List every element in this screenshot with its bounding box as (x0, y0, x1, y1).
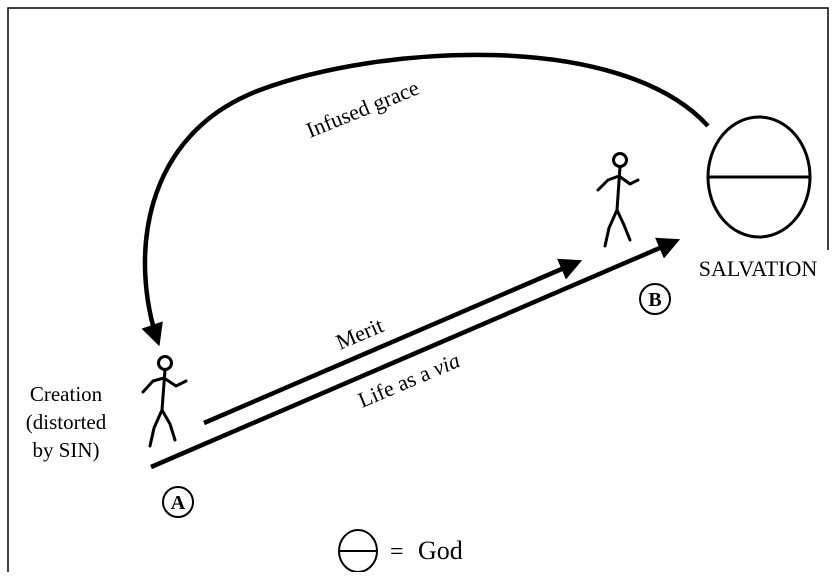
point-b-marker: B (639, 283, 671, 315)
legend-equals: = (390, 539, 404, 565)
point-a-label: A (171, 492, 186, 514)
point-b-label: B (648, 289, 661, 311)
creation-figure-icon (141, 355, 188, 448)
infused-grace-label: Infused grace (303, 75, 423, 143)
life-as-via-arrow (150, 237, 681, 470)
legend: = God (338, 529, 463, 573)
creation-label-line3: by SIN) (32, 438, 99, 462)
walking-figure-icon (596, 152, 640, 248)
point-a-marker: A (162, 486, 194, 518)
infused-grace-arrow (141, 52, 710, 347)
god-symbol-icon (706, 115, 812, 239)
merit-arrow (203, 258, 583, 426)
creation-label-line1: Creation (30, 382, 103, 406)
salvation-label: SALVATION (699, 256, 818, 281)
frame-border (7, 7, 829, 572)
legend-god-symbol-icon (338, 529, 378, 573)
creation-label-line2: (distorted (26, 410, 107, 434)
legend-god-label: God (418, 536, 463, 565)
life-as-a-text: Life as a (354, 358, 439, 413)
